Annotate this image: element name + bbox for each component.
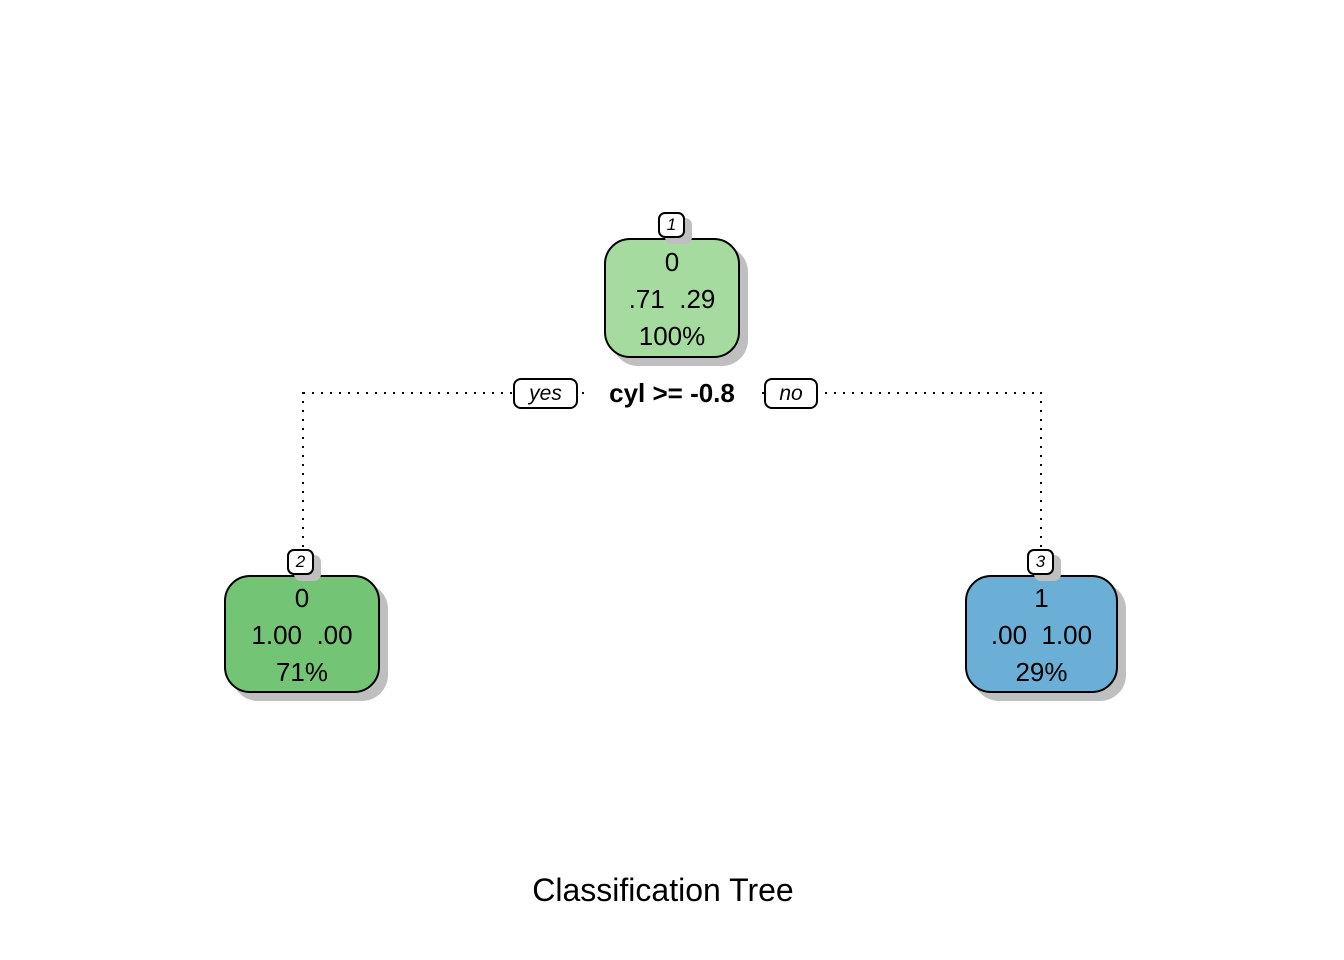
node-3-probabilities: .00 1.00 <box>990 619 1093 650</box>
node-2-box: 0 1.00 .00 71% <box>224 575 380 693</box>
branch-line-left-vertical <box>302 392 304 550</box>
node-2-probabilities: 1.00 .00 <box>251 619 353 650</box>
node-3-number: 3 <box>1035 552 1046 571</box>
node-3-number-badge: 3 <box>1027 549 1054 575</box>
plot-title: Classification Tree <box>532 872 794 908</box>
split-yes-text: yes <box>529 381 562 405</box>
node-2-number-badge: 2 <box>287 549 314 575</box>
node-2-number: 2 <box>295 552 306 571</box>
node-3-box: 1 .00 1.00 29% <box>965 575 1118 693</box>
split-yes-label: yes <box>513 378 578 409</box>
node-1-box: 0 .71 .29 100% <box>604 238 740 358</box>
node-1-probabilities: .71 .29 <box>628 283 716 314</box>
split-no-text: no <box>779 381 803 405</box>
node-3-class: 1 <box>1034 582 1049 613</box>
node-1-coverage: 100% <box>638 320 706 351</box>
node-2-coverage: 71% <box>275 656 329 687</box>
node-1-class: 0 <box>664 246 680 277</box>
node-3-coverage: 29% <box>1015 656 1068 687</box>
node-1-number-badge: 1 <box>658 212 685 238</box>
split-no-label: no <box>764 378 818 409</box>
split-condition-label: cyl >= -0.8 <box>588 376 756 410</box>
node-1-number: 1 <box>666 215 677 234</box>
node-2-class: 0 <box>294 582 310 613</box>
branch-line-right-vertical <box>1040 392 1042 550</box>
